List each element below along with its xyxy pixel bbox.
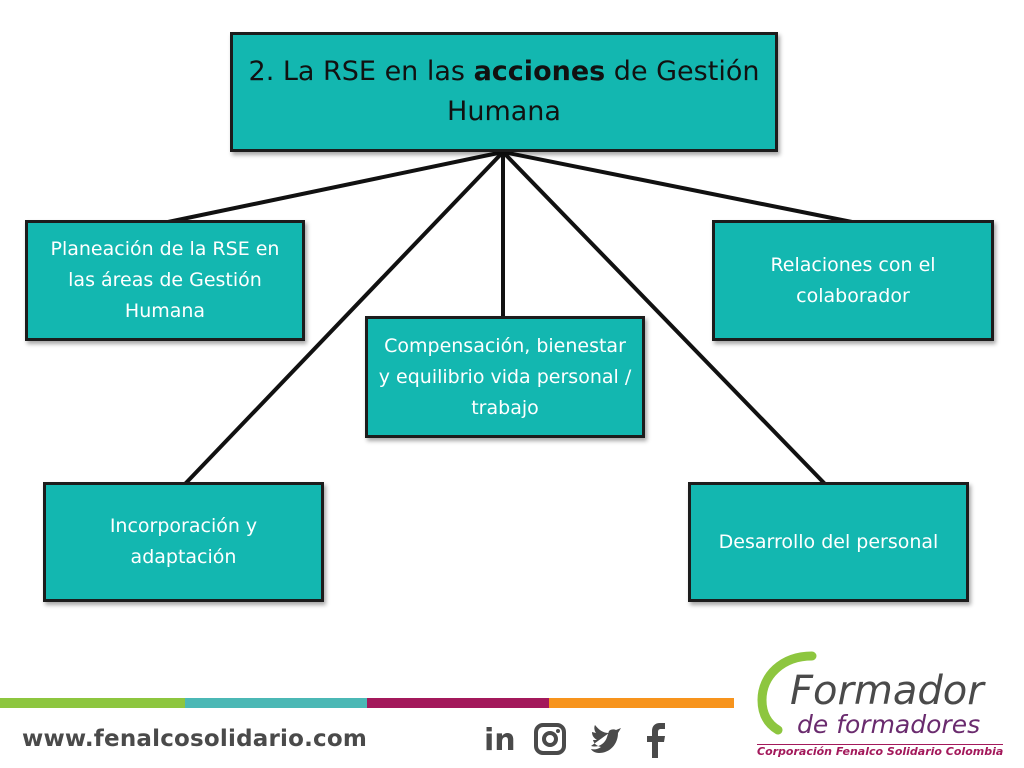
title-text-line2: Humana — [447, 96, 561, 127]
instagram-icon[interactable] — [533, 722, 567, 756]
facebook-icon[interactable] — [644, 722, 668, 758]
node-relaciones: Relaciones con el colaborador — [712, 220, 994, 341]
footer-url[interactable]: www.fenalcosolidario.com — [22, 726, 368, 752]
title-text-part2: de Gestión — [605, 56, 760, 87]
node-label: Planeación de la RSE en las áreas de Ges… — [50, 238, 280, 322]
node-compensacion: Compensación, bienestar y equilibrio vid… — [365, 316, 645, 438]
node-label: Desarrollo del personal — [718, 530, 939, 553]
title-text-bold: acciones — [473, 56, 606, 87]
node-incorporacion: Incorporación y adaptación — [43, 482, 324, 602]
connector-incorporacion — [183, 150, 505, 486]
node-desarrollo: Desarrollo del personal — [688, 482, 969, 602]
footer-bar-green — [0, 698, 185, 708]
linkedin-icon[interactable]: in — [484, 722, 520, 756]
node-planeacion: Planeación de la RSE en las áreas de Ges… — [25, 220, 305, 341]
connector-planeacion — [167, 150, 504, 224]
node-label: Relaciones con el colaborador — [770, 253, 936, 307]
footer-bar-orange — [549, 698, 734, 708]
connector-desarrollo — [501, 150, 827, 486]
footer-bar-magenta — [367, 698, 549, 708]
twitter-icon[interactable] — [588, 722, 624, 756]
logo-swoosh-icon — [757, 651, 817, 735]
node-label: Incorporación y adaptación — [109, 515, 258, 568]
footer-bar-teal — [185, 698, 367, 708]
logo-line3: Corporación Fenalco Solidario Colombia — [757, 744, 1004, 758]
diagram-title-box: 2. La RSE en las acciones de Gestión Hum… — [230, 32, 778, 152]
logo-line1: Formador — [790, 668, 984, 714]
connector-relaciones — [502, 150, 853, 224]
diagram-title: 2. La RSE en las acciones de Gestión Hum… — [249, 52, 760, 132]
title-text-part1: 2. La RSE en las — [248, 56, 474, 87]
node-label: Compensación, bienestar y equilibrio vid… — [378, 334, 632, 419]
svg-text:in: in — [484, 723, 516, 756]
logo-line2: de formadores — [797, 710, 981, 739]
